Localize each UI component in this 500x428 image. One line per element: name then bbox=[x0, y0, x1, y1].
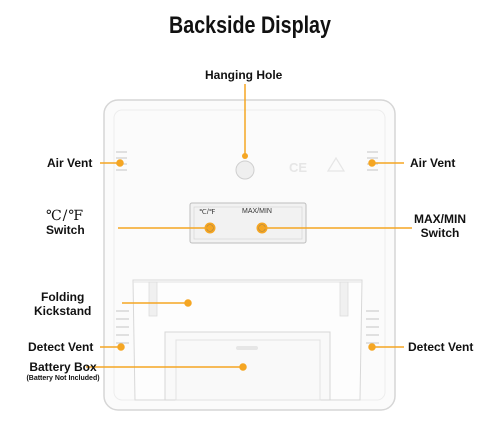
label-folding-line1: Folding bbox=[41, 290, 85, 304]
page-title: Backside Display bbox=[169, 12, 331, 39]
device-unit-text: ℃/℉ bbox=[199, 209, 216, 216]
label-battery-box-text: Battery Box bbox=[29, 360, 97, 374]
svg-text:CE: CE bbox=[289, 160, 307, 175]
device-max-min-text: MAX/MIN bbox=[242, 208, 272, 215]
switch-panel bbox=[189, 202, 307, 244]
label-air-vent-left: Air Vent bbox=[47, 156, 93, 170]
label-folding-line2: Kickstand bbox=[34, 304, 92, 318]
label-temp-unit-symbol: ℃/℉ bbox=[46, 208, 85, 224]
label-temp-unit-switch: ℃/℉ Switch bbox=[46, 209, 85, 237]
label-max-min-line2: Switch bbox=[420, 226, 460, 240]
label-folding-kickstand: Folding Kickstand bbox=[34, 290, 91, 318]
label-max-min-switch: MAX/MIN Switch bbox=[414, 212, 466, 240]
label-temp-unit-text: Switch bbox=[46, 223, 85, 237]
label-air-vent-right: Air Vent bbox=[410, 156, 456, 170]
hanging-hole bbox=[235, 160, 255, 180]
label-battery-box: Battery Box (Battery Not Included) bbox=[22, 360, 104, 384]
label-hanging-hole: Hanging Hole bbox=[205, 68, 283, 82]
label-max-min-line1: MAX/MIN bbox=[414, 212, 466, 226]
label-detect-vent-left: Detect Vent bbox=[28, 340, 94, 354]
detect-vent-right bbox=[366, 310, 379, 344]
label-battery-note: (Battery Not Included) bbox=[26, 375, 100, 382]
label-detect-vent-right: Detect Vent bbox=[408, 340, 474, 354]
detect-vent-left bbox=[116, 310, 129, 344]
battery-box bbox=[164, 331, 331, 401]
